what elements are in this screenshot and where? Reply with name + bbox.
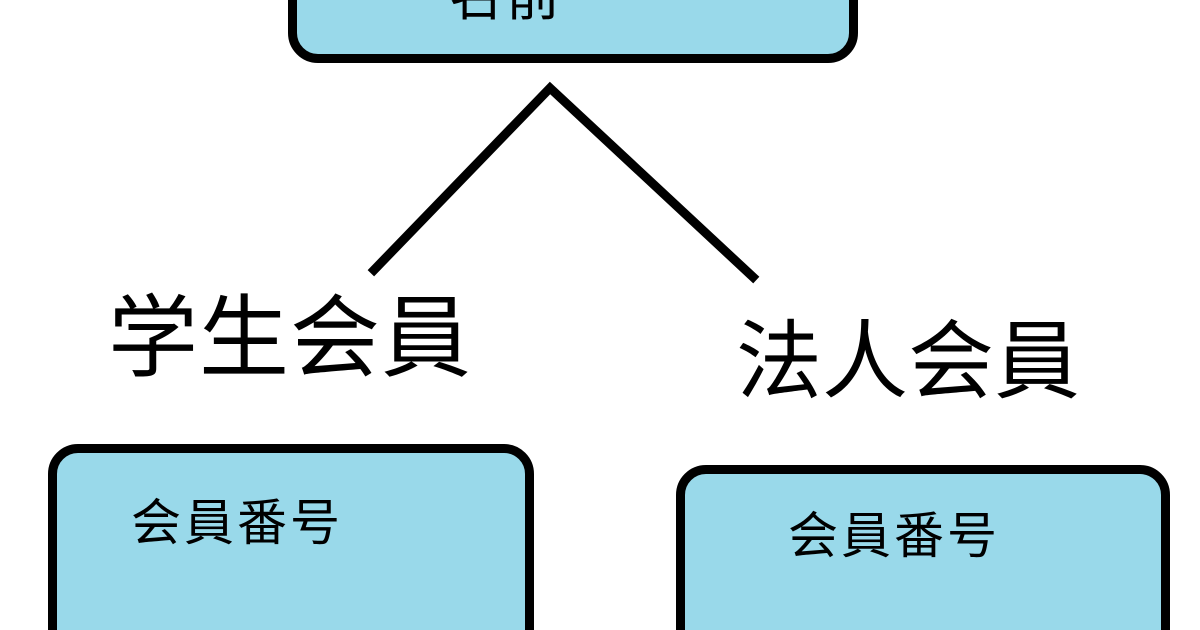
parent-class-attribute-name: 名前 xyxy=(449,0,563,24)
student-class-box xyxy=(48,444,534,630)
student-attribute-member-number: 会員番号 xyxy=(131,495,343,551)
corporate-class-box xyxy=(676,465,1170,630)
inheritance-connector-line xyxy=(367,81,760,284)
parent-class-box xyxy=(288,0,858,63)
subclass-label-corporate-member: 法人会員 xyxy=(736,314,1080,410)
subclass-label-student-member: 学生会員 xyxy=(108,289,472,389)
corporate-attribute-member-number: 会員番号 xyxy=(788,508,1000,564)
